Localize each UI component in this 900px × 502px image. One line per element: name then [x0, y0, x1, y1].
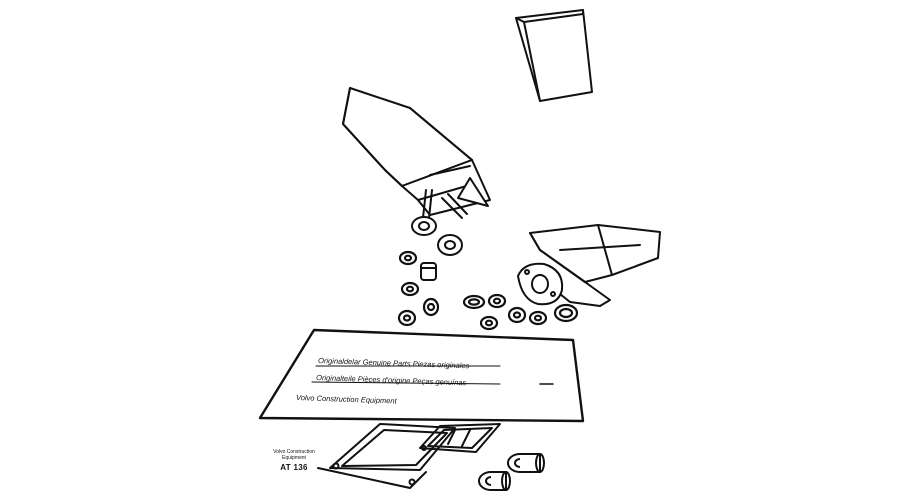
- washers: [397, 250, 579, 331]
- closed-box: [515, 9, 593, 102]
- genuine-parts-card: [258, 328, 585, 423]
- gasket-frames: [317, 423, 501, 489]
- figure-caption: Volvo Construction Equipment AT 136: [264, 449, 324, 472]
- caption-line1: Volvo Construction: [273, 449, 315, 455]
- bearings: [478, 453, 545, 491]
- figure-code: AT 136: [280, 463, 308, 472]
- open-box-right: [517, 224, 661, 307]
- caption-line2: Equipment: [282, 455, 306, 461]
- gear-parts: [411, 216, 463, 281]
- card-brand: Volvo Construction Equipment: [296, 393, 398, 406]
- open-box-left: [342, 87, 491, 219]
